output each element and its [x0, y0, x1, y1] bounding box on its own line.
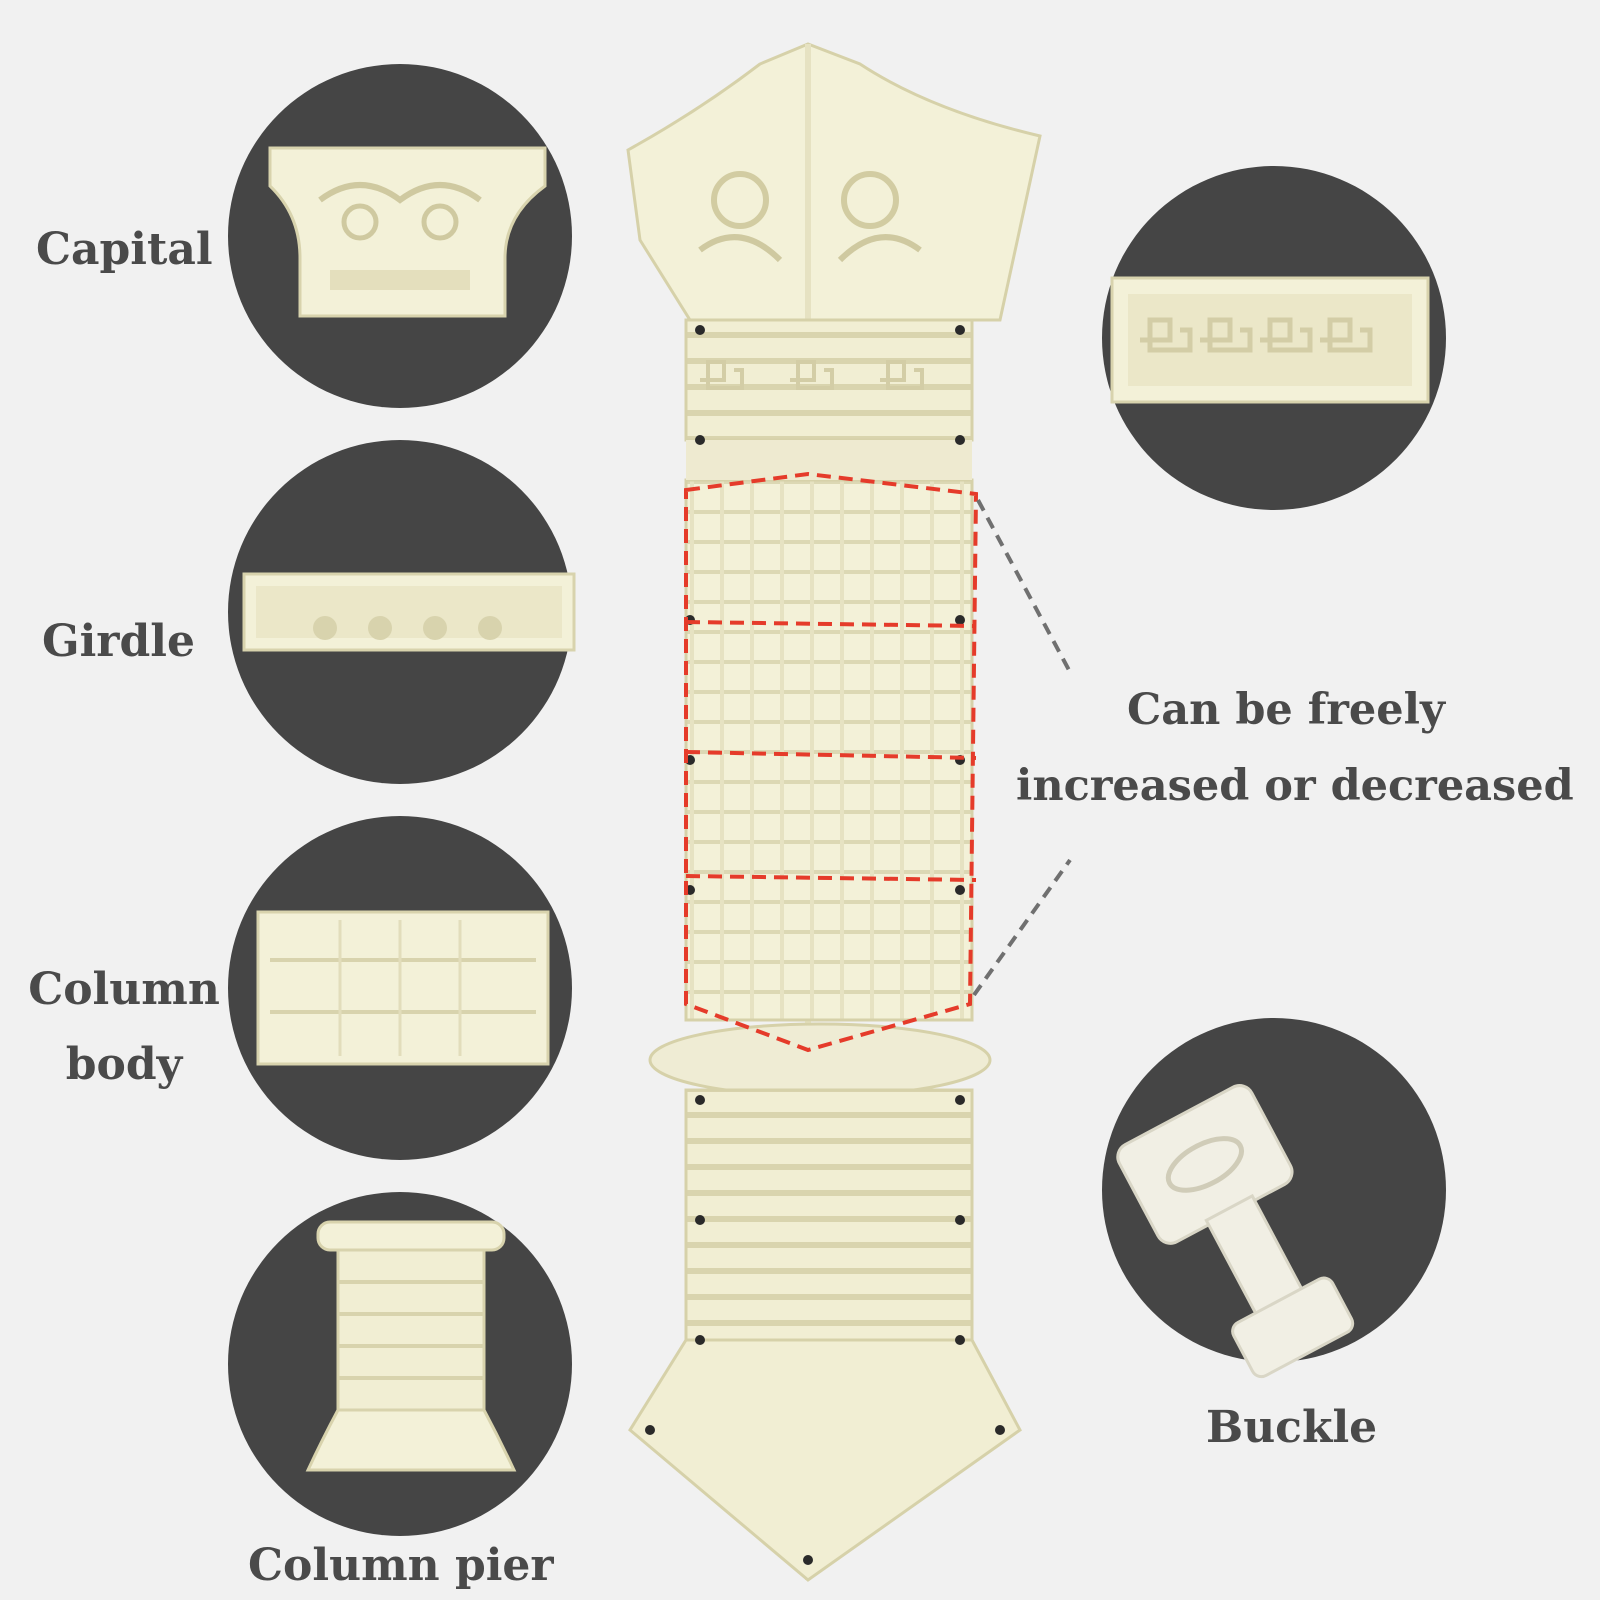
label-adjustable-line1: Can be freely — [1127, 685, 1445, 735]
girdle-circle — [228, 440, 576, 784]
label-girdle: Girdle — [42, 616, 195, 667]
label-adjustable-line2: increased or decreased — [1016, 760, 1574, 811]
label-adjustable-sections: Can be freely increased or decreased — [1016, 684, 1574, 814]
annotation-leader-lines — [972, 499, 1072, 997]
label-column-body-line1: Column — [28, 964, 220, 1015]
adjustable-section-highlight — [684, 471, 979, 1053]
label-capital: Capital — [36, 224, 213, 275]
label-column-body: Column body — [24, 962, 224, 1092]
column-pier-circle — [228, 1192, 572, 1536]
buckle-circle — [1102, 1018, 1446, 1379]
label-column-body-line2: body — [65, 1039, 183, 1090]
capital-circle — [228, 64, 572, 408]
column-body-circle — [228, 816, 572, 1160]
label-column-pier: Column pier — [248, 1540, 554, 1591]
label-buckle: Buckle — [1206, 1402, 1378, 1453]
column-mold — [626, 42, 1042, 1582]
frieze-circle — [1102, 166, 1446, 510]
